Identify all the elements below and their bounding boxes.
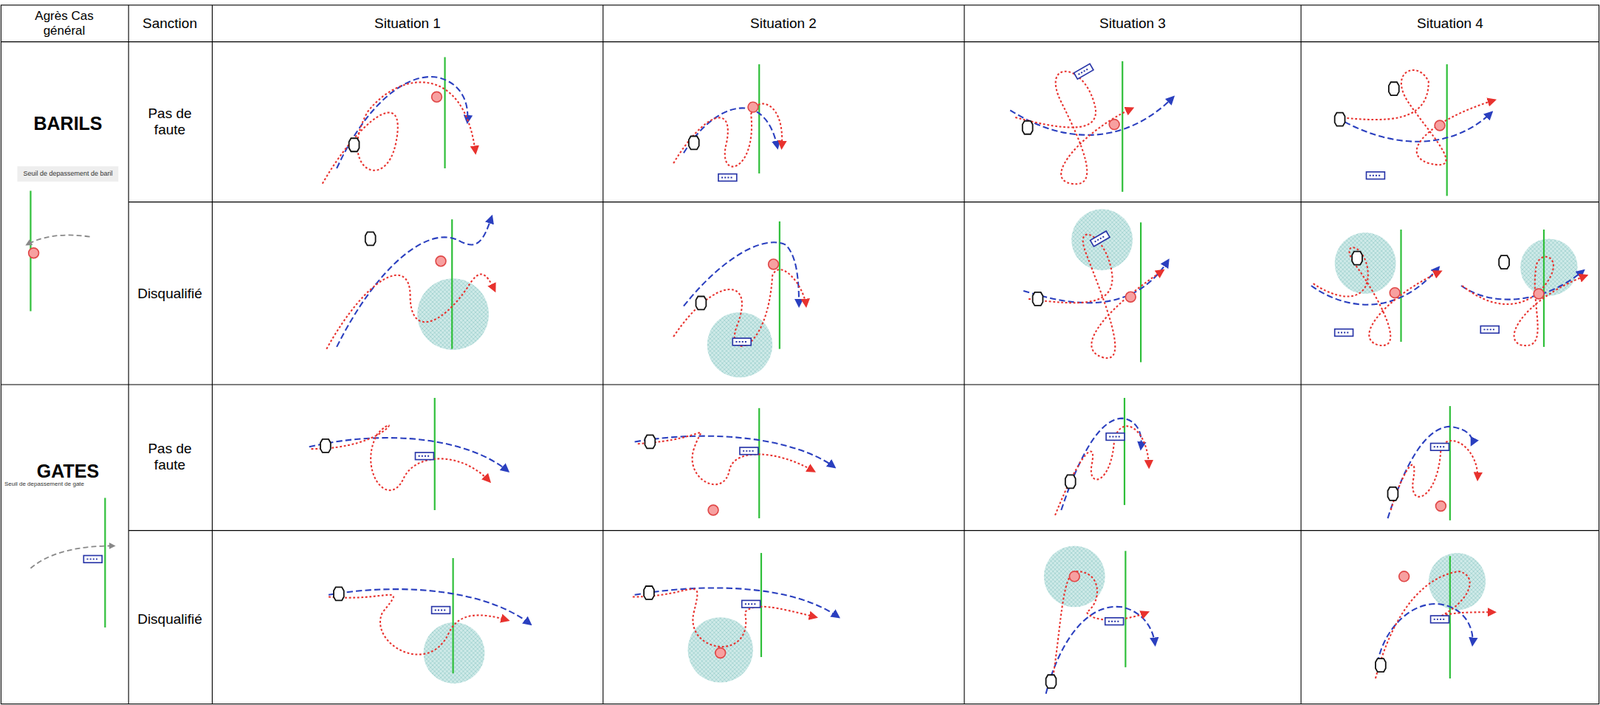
header-cell: Agrès Cas général (23, 8, 105, 38)
sanction-cell: Disqualifié (137, 611, 203, 628)
table-grid (0, 5, 1599, 705)
header-cell: Situation 4 (1416, 15, 1484, 32)
threshold-lines (434, 56, 1544, 679)
trajectories (309, 70, 1587, 695)
threshold-note: Seuil de depassement de gate (4, 480, 85, 488)
threshold-note: Seuil de depassement de baril (22, 169, 113, 178)
threshold-sketch (16, 166, 119, 628)
header-cell: Situation 2 (750, 15, 817, 32)
fault-zones (417, 208, 1578, 684)
sanction-cell: Pas de faute (135, 440, 206, 474)
apparatus-name: GATES (36, 460, 99, 483)
header-cell: Sanction (142, 15, 198, 32)
header-cell: Situation 1 (374, 15, 441, 32)
course-objects (320, 63, 1544, 689)
apparatus-name: BARILS (33, 112, 102, 135)
header-cell: Situation 3 (1099, 15, 1166, 32)
sanction-cell: Disqualifié (137, 285, 203, 302)
sanction-cell: Pas de faute (135, 105, 206, 139)
